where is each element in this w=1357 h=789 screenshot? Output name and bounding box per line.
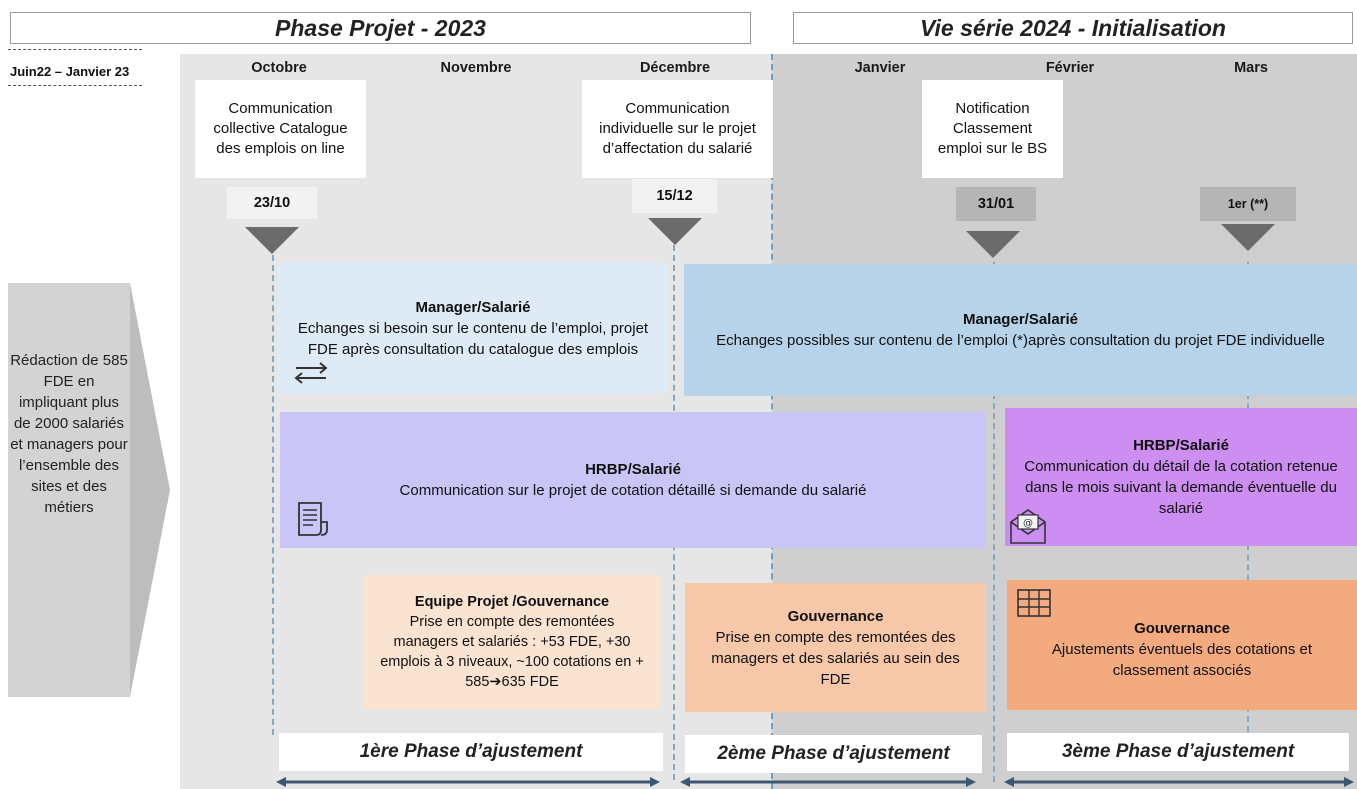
date-marker-3101: 31/01 (956, 187, 1036, 221)
chevron-arrow-icon (130, 283, 170, 697)
triangle-marker-icon (648, 218, 702, 245)
period-top-line (8, 49, 142, 50)
block-title: Gouvernance (1134, 619, 1230, 637)
left-summary-text: Rédaction de 585 FDE en impliquant plus … (10, 352, 128, 516)
double-arrow-phase-1 (276, 777, 660, 787)
block-title: Manager/Salarié (415, 298, 531, 316)
block-hrbp-salarie-2: HRBP/Salarié Communication du détail de … (1005, 408, 1357, 546)
phase-title-right: Vie série 2024 - Initialisation (793, 12, 1353, 44)
block-text: Communication du détail de la cotation r… (1024, 458, 1338, 517)
period-bottom-line (8, 85, 142, 86)
block-text: Prise en compte des remontées des manage… (711, 628, 960, 688)
date-marker-1512: 15/12 (632, 179, 717, 213)
note-communication-individuelle: Communication individuelle sur le projet… (582, 80, 773, 178)
block-title: HRBP/Salarié (1133, 437, 1229, 454)
month-janvier: Janvier (854, 60, 906, 76)
month-octobre: Octobre (251, 60, 307, 76)
block-equipe-projet-gouvernance: Equipe Projet /Gouvernance Prise en comp… (364, 575, 660, 709)
left-summary-panel (8, 283, 130, 697)
block-text: Ajustements éventuels des cotations et c… (1051, 640, 1313, 679)
period-label: Juin22 – Janvier 23 (10, 64, 130, 79)
marker-line-oct (272, 255, 274, 735)
block-text: Prise en compte des remontées managers e… (380, 614, 644, 670)
phase-title-left: Phase Projet - 2023 (10, 12, 751, 44)
triangle-marker-icon (245, 227, 299, 254)
block-gouvernance-3: Gouvernance Ajustements éventuels des co… (1007, 580, 1357, 710)
marker-line-jan (993, 262, 995, 782)
svg-text:@: @ (1023, 518, 1033, 529)
block-title: Manager/Salarié (962, 311, 1079, 328)
block-title: Equipe Projet /Gouvernance (414, 594, 610, 610)
month-mars: Mars (1234, 60, 1268, 76)
phase-label-3: 3ème Phase d’ajustement (1007, 733, 1349, 771)
month-fevrier: Février (1045, 60, 1095, 76)
triangle-marker-icon (1221, 224, 1275, 251)
block-text: Echanges possibles sur contenu de l’empl… (716, 332, 1325, 349)
month-novembre: Novembre (440, 60, 512, 76)
note-notification-classement: Notification Classement emploi sur le BS (922, 80, 1063, 178)
double-arrow-phase-2 (680, 777, 976, 787)
date-marker-2310: 23/10 (227, 187, 317, 219)
block-title: HRBP/Salarié (585, 461, 681, 478)
block-hrbp-salarie-1: HRBP/Salarié Communication sur le projet… (280, 412, 986, 548)
block-extra: 585➔635 FDE (465, 674, 559, 690)
exchange-arrows-icon (294, 362, 328, 384)
triangle-marker-icon (966, 231, 1020, 258)
block-manager-salarie-2: Manager/Salarié Echanges possibles sur c… (684, 264, 1357, 396)
note-communication-collective: Communication collective Catalogue des e… (195, 80, 366, 178)
grid-table-icon (1017, 589, 1051, 617)
block-title: Gouvernance (787, 607, 884, 625)
phase-label-1: 1ère Phase d’ajustement (279, 733, 663, 771)
email-icon: @ (1010, 509, 1046, 544)
block-text: Communication sur le projet de cotation … (399, 482, 867, 499)
block-gouvernance-2: Gouvernance Prise en compte des remontée… (685, 583, 986, 712)
block-manager-salarie-1: Manager/Salarié Echanges si besoin sur l… (278, 263, 668, 393)
date-marker-1er: 1er (**) (1200, 187, 1296, 221)
month-decembre: Décembre (639, 60, 711, 76)
phase-label-2: 2ème Phase d’ajustement (685, 735, 982, 773)
double-arrow-phase-3 (1004, 777, 1354, 787)
block-text: Echanges si besoin sur le contenu de l’e… (297, 319, 649, 358)
document-icon (298, 502, 328, 536)
